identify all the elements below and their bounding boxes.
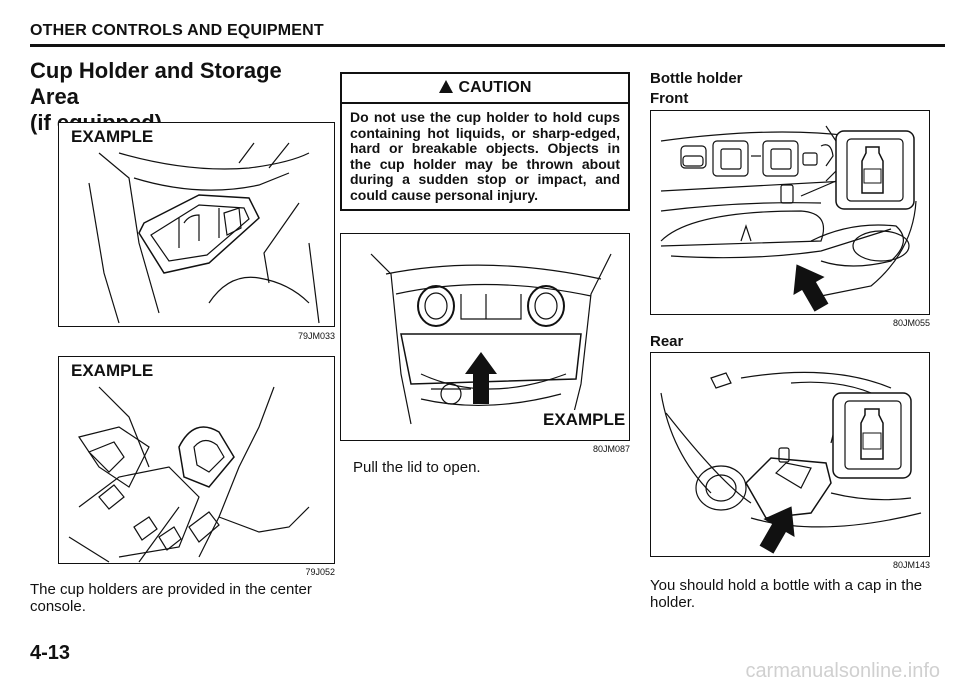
page-header: OTHER CONTROLS AND EQUIPMENT xyxy=(30,22,324,39)
figure-console-cup-holder: EXAMPLE xyxy=(58,356,335,564)
caution-title: CAUTION xyxy=(458,79,532,96)
caution-box: CAUTION Do not use the cup holder to hol… xyxy=(340,72,630,211)
cup-holder-description: The cup holders are provided in the cent… xyxy=(30,581,312,615)
figure-front-cup-holder: EXAMPLE xyxy=(58,122,335,327)
section-title: Cup Holder and Storage Area xyxy=(30,58,282,109)
front-label: Front xyxy=(650,90,689,107)
front-bottle-holder-illustration xyxy=(660,125,917,312)
figure-code: 79J052 xyxy=(305,567,335,577)
bottle-holder-description: You should hold a bottle with a cap in t… xyxy=(650,577,923,611)
lid-instruction: Pull the lid to open. xyxy=(353,459,481,476)
caution-text: Do not use the cup holder to hold cups c… xyxy=(350,109,620,203)
example-label: EXAMPLE xyxy=(65,127,160,147)
example-label: EXAMPLE xyxy=(537,410,629,430)
rear-label: Rear xyxy=(650,333,684,350)
figure-code: 80JM055 xyxy=(892,318,930,328)
bottle-holder-title: Bottle holder xyxy=(650,70,743,87)
watermark: carmanualsonline.info xyxy=(745,660,940,682)
console-cup-holder-illustration xyxy=(68,386,310,563)
storage-lid-illustration xyxy=(370,253,612,425)
figure-code: 79JM033 xyxy=(297,331,335,341)
example-label: EXAMPLE xyxy=(65,361,160,381)
front-cup-holder-illustration xyxy=(88,142,320,324)
figure-rear-bottle-holder xyxy=(650,352,930,557)
figure-code: 80JM087 xyxy=(592,444,630,454)
caution-header: CAUTION xyxy=(342,74,628,104)
figure-code: 80JM143 xyxy=(892,560,930,570)
warning-triangle-icon xyxy=(438,80,453,93)
figure-front-bottle-holder xyxy=(650,110,930,315)
header-rule xyxy=(30,44,945,47)
figure-storage-lid: EXAMPLE xyxy=(340,233,630,441)
rear-bottle-holder-illustration xyxy=(660,371,922,554)
page-number: 4-13 xyxy=(30,642,71,664)
